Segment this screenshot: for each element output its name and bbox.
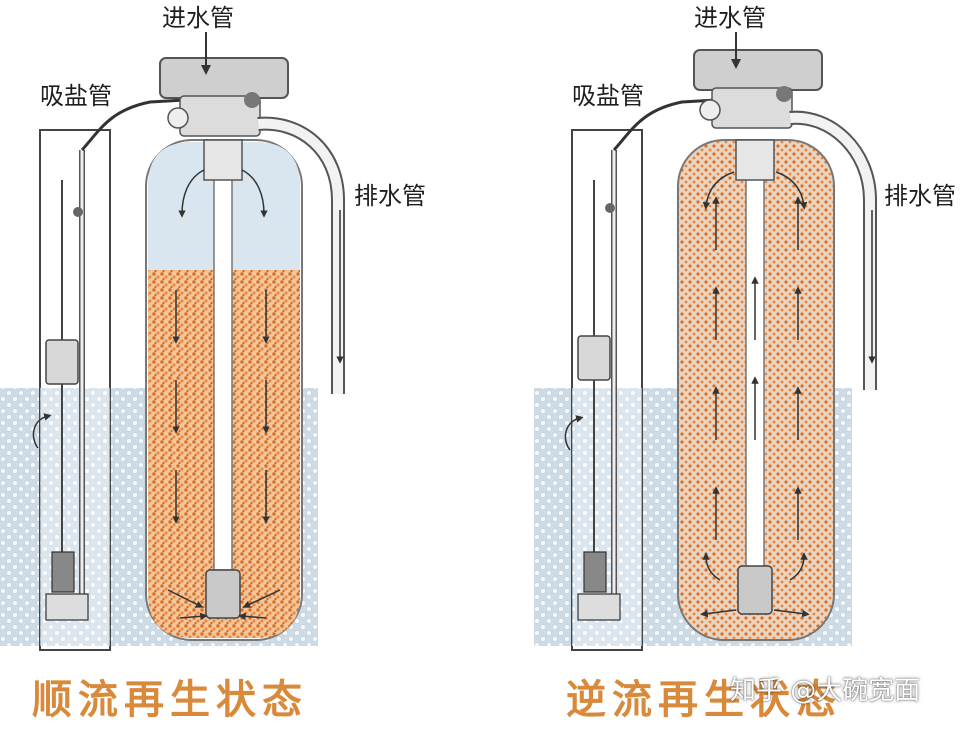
top-distributor-left — [203, 139, 243, 181]
left-unit — [0, 32, 345, 651]
brine-pipe-label-left: 吸盐管 — [40, 82, 112, 110]
bottom-distributor-right — [737, 565, 773, 615]
brine-line-left — [80, 98, 186, 152]
inlet-pipe-label-left: 进水管 — [162, 4, 234, 32]
riser-tube-right — [745, 149, 765, 571]
caption-right: 逆流再生状态 — [566, 676, 842, 723]
drain-pipe-label-right: 排水管 — [884, 182, 956, 210]
riser-tube-left — [213, 149, 233, 571]
brine-pipe-label-right: 吸盐管 — [572, 82, 644, 110]
flow-arrows-right — [700, 171, 810, 618]
float-left — [45, 339, 79, 385]
right-unit — [534, 32, 877, 651]
top-distributor-right — [735, 139, 775, 181]
inlet-pipe-label-right: 进水管 — [694, 4, 766, 32]
brine-line-right — [612, 98, 717, 152]
float-right — [577, 335, 611, 381]
caption-left: 顺流再生状态 — [32, 676, 308, 723]
control-valve-left — [159, 57, 289, 99]
brine-valve-left — [51, 551, 75, 593]
bottom-distributor-left — [205, 569, 241, 619]
watermark: 知乎 @大碗宽面 — [730, 676, 921, 706]
flow-arrows-left — [167, 169, 281, 621]
brine-valve-right — [583, 551, 607, 593]
control-valve-right — [693, 49, 823, 91]
drain-pipe-label-left: 排水管 — [354, 182, 426, 210]
